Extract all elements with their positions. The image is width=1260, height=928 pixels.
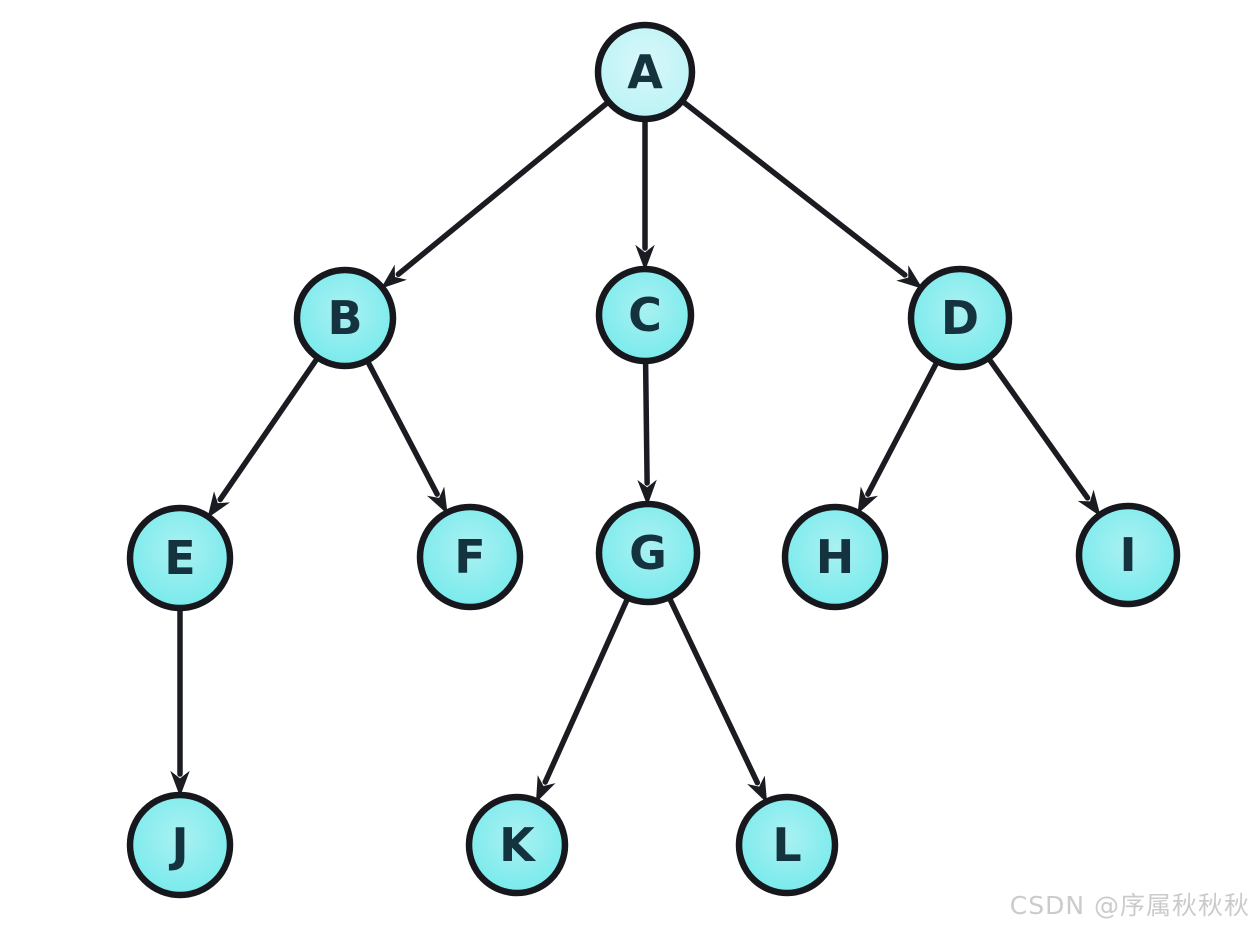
node-D: D [907, 265, 1013, 371]
node-F: F [416, 503, 524, 611]
node-J: J [126, 791, 234, 899]
watermark: CSDN @序属秋秋秋 [1009, 891, 1250, 920]
edge-A-B [380, 99, 611, 289]
edge-B-E [207, 355, 320, 519]
node-E: E [126, 504, 234, 612]
edge-D-H [857, 359, 940, 515]
node-A: A [594, 21, 696, 123]
node-circle-F [416, 503, 524, 611]
node-circle-I [1075, 502, 1181, 608]
node-circle-K [465, 793, 569, 897]
node-K: K [465, 793, 569, 897]
node-G: G [595, 500, 701, 606]
node-circle-A [594, 21, 696, 123]
node-circle-B [293, 266, 397, 370]
node-circle-L [735, 793, 839, 897]
edge-A-D [680, 98, 923, 289]
node-circle-D [907, 265, 1013, 371]
node-circle-E [126, 504, 234, 612]
node-I: I [1075, 502, 1181, 608]
edge-G-K [535, 595, 631, 803]
edge-C-G [637, 359, 657, 506]
edge-G-L [666, 595, 768, 804]
node-C: C [595, 265, 695, 365]
node-L: L [735, 793, 839, 897]
node-circle-C [595, 265, 695, 365]
node-B: B [293, 266, 397, 370]
edge-B-F [364, 358, 448, 515]
node-circle-J [126, 791, 234, 899]
edge-D-I [986, 356, 1101, 517]
node-circle-H [781, 503, 889, 611]
node-H: H [781, 503, 889, 611]
node-circle-G [595, 500, 701, 606]
